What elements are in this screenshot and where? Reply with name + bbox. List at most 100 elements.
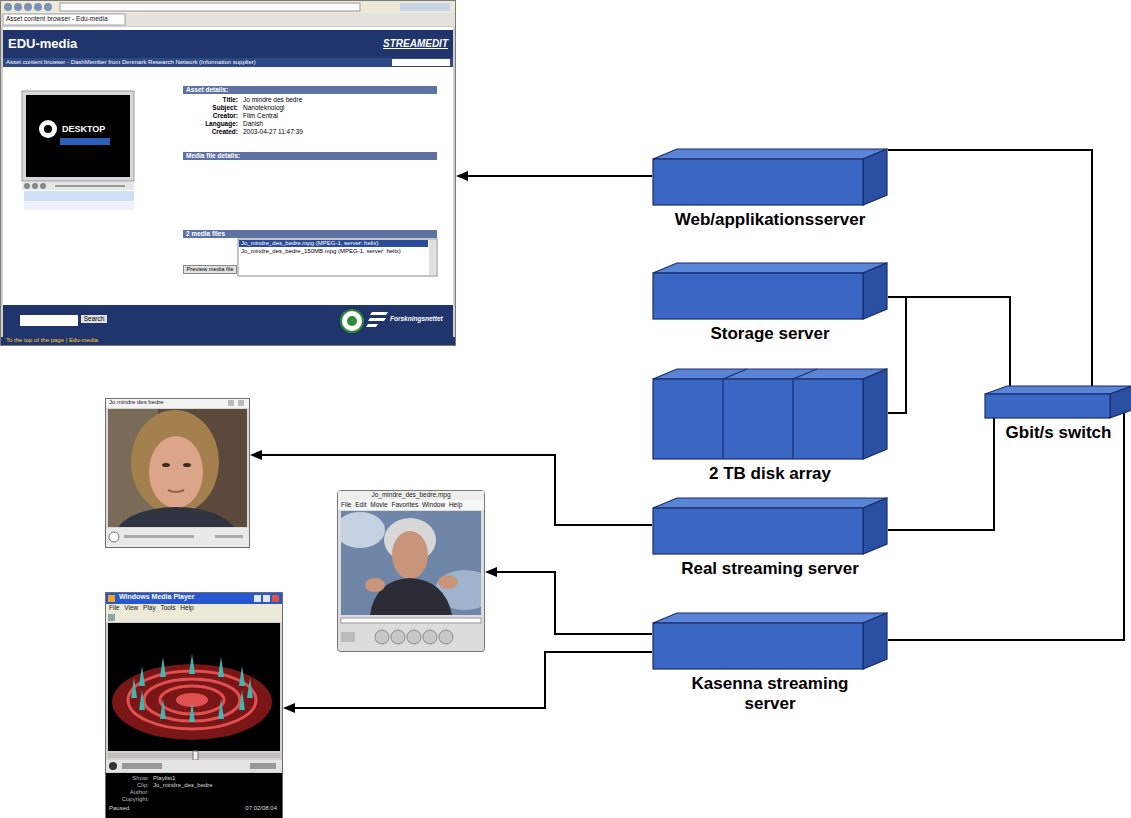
browser-window xyxy=(1,1,456,346)
box-divider xyxy=(723,369,747,459)
screen-text: To the top of the page | Edu-media xyxy=(6,337,226,344)
screen-text: Asset content browser - Edu-media xyxy=(6,15,121,23)
window-button xyxy=(254,595,261,602)
control-button xyxy=(32,183,38,189)
title-bar xyxy=(338,491,484,500)
screen-text: Show: xyxy=(109,775,149,782)
screen-text: 07:02/08:04 xyxy=(215,805,277,812)
box-side xyxy=(863,613,887,669)
box-side xyxy=(863,498,887,554)
seek-bar xyxy=(124,535,194,538)
box-top xyxy=(653,613,887,623)
screen-text: Preview media file xyxy=(183,265,237,274)
control-button xyxy=(40,183,46,189)
box-side xyxy=(863,369,887,459)
video-thumbnail xyxy=(26,95,130,177)
screen-text: Jo_mindre_des_bedre xyxy=(153,782,273,789)
info-row xyxy=(24,191,134,201)
volume-bar xyxy=(215,535,243,538)
connector-line xyxy=(888,418,994,530)
title-bar xyxy=(106,399,249,408)
page-ground xyxy=(3,27,453,337)
screen-text: EDU-media xyxy=(8,36,128,52)
eye xyxy=(162,463,170,467)
search-field xyxy=(20,315,78,326)
info-row xyxy=(24,201,134,210)
partner-logo xyxy=(341,310,363,332)
box-side xyxy=(863,263,887,319)
node-label: Gbit/s switch xyxy=(985,423,1131,443)
window-button xyxy=(272,595,279,602)
screen-text: Playlist1 xyxy=(153,775,273,782)
box-top xyxy=(653,149,887,159)
address-field xyxy=(60,3,360,11)
screen-text: Jo_mindre_des_bedre.mpg xyxy=(347,491,475,499)
menu-bar xyxy=(106,604,282,613)
nav-button xyxy=(4,3,12,11)
hand xyxy=(438,575,458,589)
title-bar xyxy=(106,593,282,604)
control-buttons xyxy=(122,763,162,769)
mouth xyxy=(168,490,184,492)
screen-text: DESKTOP xyxy=(62,124,124,135)
status-bar xyxy=(1,337,455,345)
screen-text: STREAMEDIT xyxy=(370,38,448,50)
network-logo xyxy=(366,312,388,327)
screen-text: Paused xyxy=(109,805,169,812)
screen-text: Danish xyxy=(243,120,433,128)
volume-control xyxy=(341,632,355,642)
screen-text: Creator: xyxy=(186,112,238,120)
control-button xyxy=(407,630,421,644)
screen-text: Asset content browser - DashMember from … xyxy=(6,59,386,66)
disk-array-box: 2 TB disk array xyxy=(652,368,888,484)
screen-text: Windows Media Player xyxy=(119,593,239,601)
partner-logo-core xyxy=(347,316,357,326)
screen-text: Nanoteknologi xyxy=(243,104,433,112)
connector-line xyxy=(256,455,652,525)
screen-text: File Edit Movie Favorites Window Help xyxy=(341,501,481,509)
server-box-shape xyxy=(652,497,888,555)
box-top xyxy=(653,498,887,508)
breadcrumb-bar xyxy=(3,58,453,67)
scroll-bar xyxy=(429,240,436,275)
screen-text: Copyright: xyxy=(109,796,149,803)
connector-line xyxy=(888,150,1092,386)
box-front xyxy=(653,273,863,319)
player-controls xyxy=(106,760,282,772)
screen-text: Clip: xyxy=(109,782,149,789)
video-picture xyxy=(108,409,236,527)
box-front xyxy=(653,159,863,205)
seek-bar xyxy=(55,185,125,187)
disk-array-box-shape xyxy=(652,368,888,460)
player-screenshot: Jo_mindre_des_bedre.mpgFile Edit Movie F… xyxy=(337,490,485,652)
player-controls xyxy=(22,182,134,190)
face xyxy=(149,436,203,508)
node-label: 2 TB disk array xyxy=(652,464,888,484)
video-ground xyxy=(108,623,280,751)
screen-text: Jo_mindre_des_bedre_150MB.mpg (MPEG-1, s… xyxy=(239,248,428,255)
server-box-shape xyxy=(652,148,888,206)
video-frame xyxy=(22,91,134,181)
nav-button xyxy=(24,3,32,11)
server-box-shape xyxy=(652,262,888,320)
player-screenshot: Windows Media PlayerFile View Play Tools… xyxy=(105,592,283,818)
page-footer xyxy=(3,305,453,337)
screen-text: Subject: xyxy=(186,104,238,112)
screen-text: Language: xyxy=(186,120,238,128)
info-panel xyxy=(106,773,282,818)
server-box: Web/applikationsserver xyxy=(652,148,888,230)
eye xyxy=(183,463,191,467)
window-frame xyxy=(1,1,456,346)
logo-circle xyxy=(39,120,57,138)
tab xyxy=(3,14,125,25)
face xyxy=(392,531,428,579)
menu-bar xyxy=(338,500,484,510)
nav-button xyxy=(34,3,42,11)
window-button xyxy=(263,595,270,602)
node-label: Kasenna streaming server xyxy=(675,674,865,715)
box-side xyxy=(863,149,887,205)
window-icon xyxy=(108,595,115,602)
